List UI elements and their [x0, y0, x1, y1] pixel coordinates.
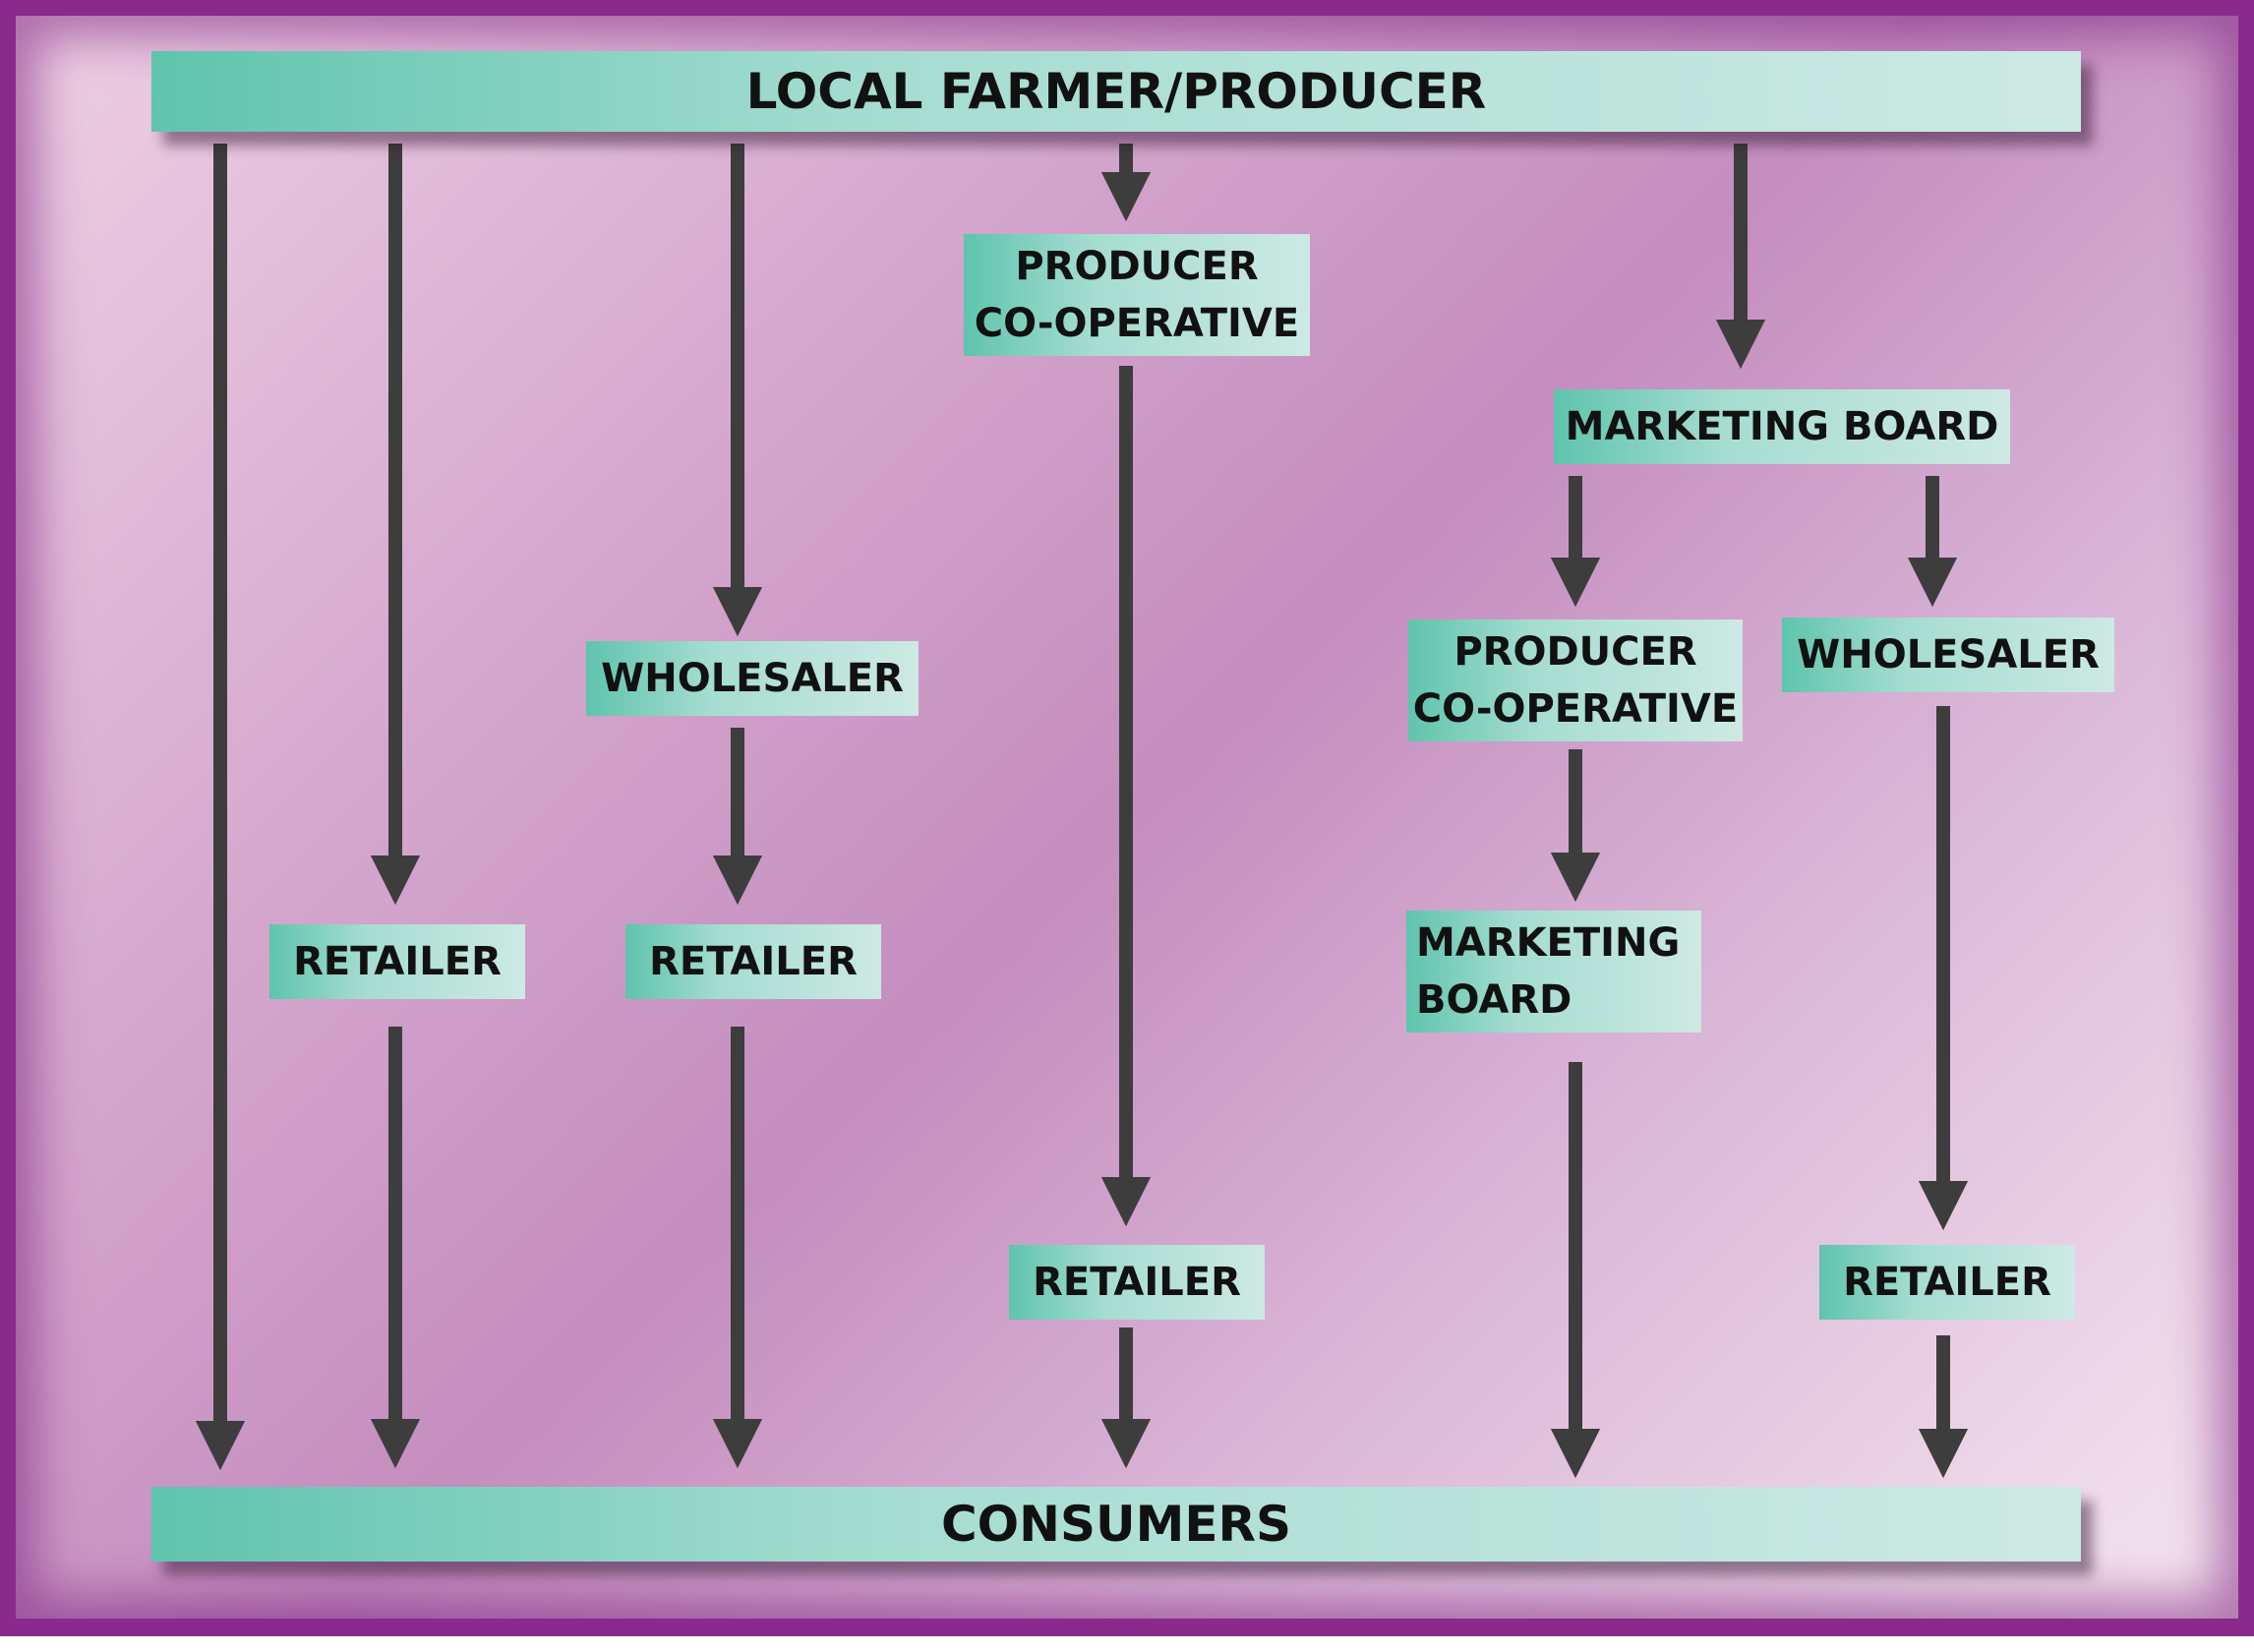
node-wholesaler-2: WHOLESALER: [1782, 618, 2114, 692]
node-retailer-4: RETAILER: [1819, 1245, 2075, 1320]
node-wholesaler-1: WHOLESALER: [586, 641, 919, 716]
node-marketing-board-2: MARKETING BOARD: [1406, 911, 1701, 1032]
node-producer-cooperative-2: PRODUCER CO-OPERATIVE: [1408, 620, 1743, 741]
node-retailer-1: RETAILER: [269, 924, 525, 999]
node-marketing-board-1: MARKETING BOARD: [1554, 389, 2010, 464]
node-consumers: CONSUMERS: [151, 1487, 2081, 1562]
node-retailer-2: RETAILER: [625, 924, 881, 999]
node-retailer-3: RETAILER: [1009, 1245, 1265, 1320]
node-local-farmer-producer: LOCAL FARMER/PRODUCER: [151, 51, 2081, 132]
node-producer-cooperative-1: PRODUCER CO-OPERATIVE: [964, 234, 1310, 356]
